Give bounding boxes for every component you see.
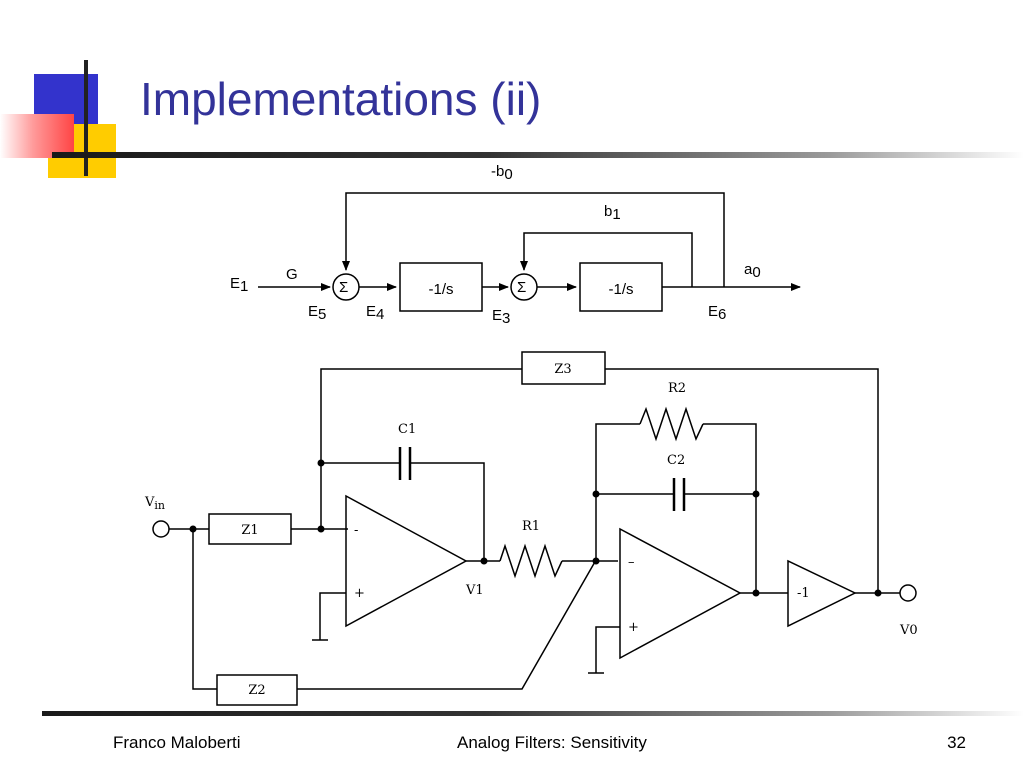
wire-opamp1-ground	[319, 592, 346, 640]
junction-dot	[752, 490, 760, 498]
opamp-2-minus: –	[628, 555, 635, 570]
junction-dots	[189, 459, 882, 597]
label-z1: Z1	[241, 523, 258, 538]
inverter-label: -1	[797, 586, 810, 601]
r1-resistor	[499, 543, 563, 579]
footer-author: Franco Maloberti	[113, 733, 241, 752]
opamp-2	[619, 527, 742, 660]
vin-terminal	[152, 520, 170, 538]
opamp-1-plus: +	[354, 586, 365, 601]
slide-title: Implementations (ii)	[140, 73, 542, 125]
label-z3: Z3	[554, 362, 571, 377]
label-v1: V1	[465, 583, 484, 598]
junction-dot	[592, 557, 600, 565]
outer-feedback-path	[342, 192, 725, 287]
junction-dot	[752, 589, 760, 597]
opamp-2-plus: +	[628, 620, 639, 635]
r2-resistor	[639, 406, 704, 442]
label-r1: R1	[522, 519, 540, 534]
circuit-schematic	[152, 351, 917, 706]
signal-flow-block-diagram	[258, 192, 801, 312]
summer-1-symbol: Σ	[339, 279, 348, 296]
junction-dot	[592, 490, 600, 498]
decor-vertical-line	[84, 60, 88, 176]
junction-dot	[189, 525, 197, 533]
footer-divider	[42, 711, 1024, 716]
label-v0: V0	[899, 623, 918, 638]
label-c2: C2	[667, 453, 685, 468]
z3-box	[521, 351, 606, 385]
label-a0: a0	[744, 261, 761, 281]
inner-feedback-path	[520, 232, 693, 287]
integrator-1-label: -1/s	[428, 281, 453, 298]
opamp-1	[345, 494, 468, 628]
integrator-2-label: -1/s	[608, 281, 633, 298]
junction-dot	[874, 589, 882, 597]
label-e4: E4	[366, 303, 384, 323]
label-z2: Z2	[248, 683, 265, 698]
decor-red-square	[0, 114, 74, 158]
block-diagram-labels: Σ Σ -1/s -1/s -b0 b1 a0 G E1 E5 E4 E3 E6	[230, 163, 761, 327]
label-e1: E1	[230, 275, 248, 295]
wire-vin-z2	[192, 529, 217, 690]
junction-dot	[317, 459, 325, 467]
junction-dot	[317, 525, 325, 533]
label-vin: Vin	[144, 495, 165, 512]
wire-c1-right	[410, 462, 485, 561]
z2-box	[216, 674, 298, 706]
wire-opamp2-ground	[595, 626, 620, 673]
wire-z3-left	[320, 368, 522, 529]
label-g: G	[286, 266, 298, 283]
label-r2: R2	[668, 381, 686, 396]
page-number: 32	[947, 733, 966, 752]
wire-z3-right	[605, 368, 879, 593]
wire-r2-right	[703, 423, 757, 593]
circuit-labels: Vin Z1 Z2 Z3 C1 C2 R1 R2 V1 V0 - + – + -…	[144, 362, 918, 698]
label-b1: b1	[604, 203, 621, 223]
label-e6: E6	[708, 303, 726, 323]
label-e5: E5	[308, 303, 326, 323]
title-divider	[52, 152, 1024, 158]
label-c1: C1	[398, 422, 416, 437]
wire-z2-node	[297, 559, 597, 690]
inverter-buffer	[787, 559, 857, 628]
junction-dot	[480, 557, 488, 565]
v0-terminal	[899, 584, 917, 602]
summer-2-symbol: Σ	[517, 279, 526, 296]
wire-r2-left	[595, 423, 640, 561]
opamp-1-minus: -	[354, 523, 358, 538]
label-minus-b0: -b0	[491, 163, 513, 183]
label-e3: E3	[492, 307, 510, 327]
footer-course-title: Analog Filters: Sensitivity	[457, 733, 647, 752]
